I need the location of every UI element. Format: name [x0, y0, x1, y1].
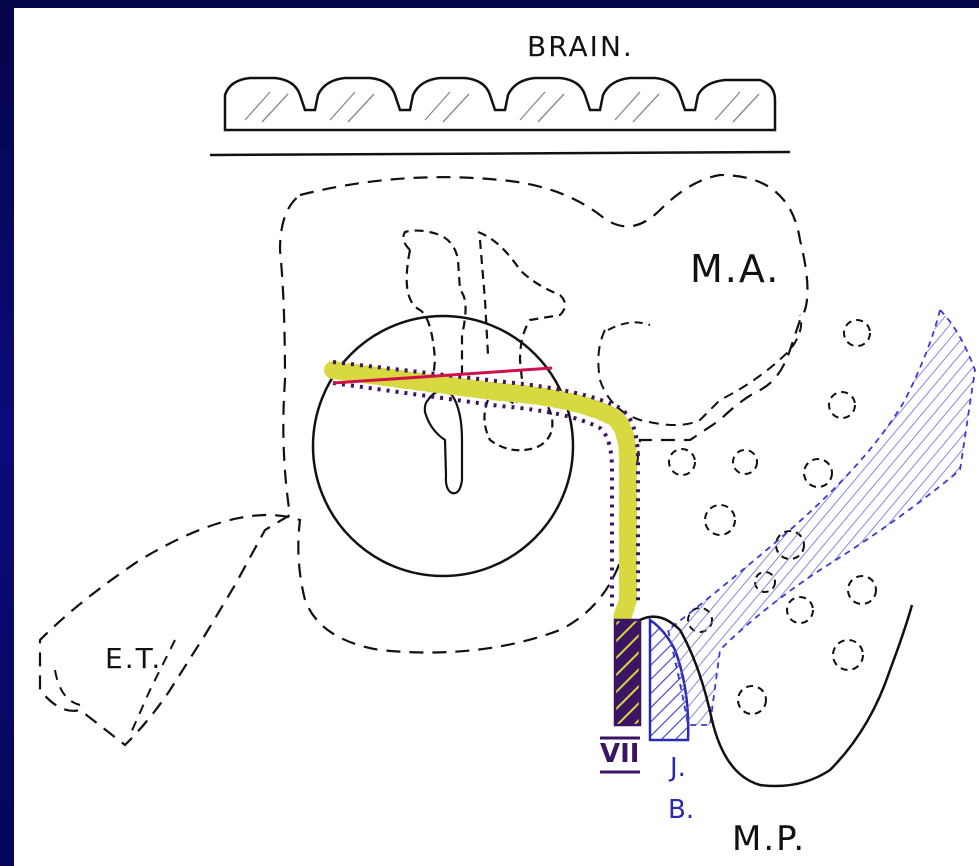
drawing-paper — [14, 8, 979, 866]
brain-gyri — [223, 76, 777, 132]
brain-gyri-shading — [244, 91, 760, 123]
eustachian-tube-label: E.T. — [105, 642, 162, 675]
dura-line — [209, 150, 791, 157]
facial-nerve-course — [324, 360, 640, 627]
mastoid-process-outline — [639, 604, 914, 788]
malleus-head — [402, 229, 467, 391]
mastoid-antrum-label: M.A. — [690, 247, 780, 291]
malleus-handle — [423, 389, 464, 495]
brain-label: BRAIN. — [527, 30, 634, 63]
jugular-bulb-label-b: B. — [668, 795, 694, 825]
incus-body — [477, 230, 567, 381]
temporal-bone-outline — [38, 173, 809, 747]
jugular-bulb-label-j: J. — [668, 753, 686, 783]
antrum-outline — [597, 314, 803, 426]
sigmoid-sinus — [666, 308, 976, 726]
facial-nerve-label: VII — [600, 739, 639, 769]
mastoid-process-label: M.P. — [732, 819, 806, 859]
eustachian-tube-outline — [54, 639, 176, 736]
tympanic-membrane — [311, 314, 575, 578]
red-reference-line — [332, 366, 553, 385]
facial-nerve-vertical-segment — [613, 618, 642, 727]
antrum-inner — [607, 321, 651, 331]
stapes — [483, 393, 554, 452]
